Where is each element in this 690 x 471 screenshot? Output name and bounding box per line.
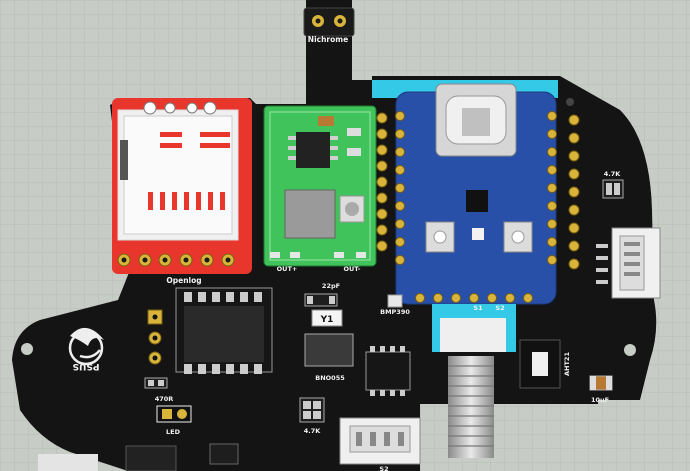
jst-connector-right — [596, 227, 661, 299]
jst-bottom-label: S2 — [379, 465, 388, 471]
capacitor-10uf-label: 10uF — [591, 396, 609, 404]
resistor-4k7-right-label: 4.7K — [604, 170, 622, 178]
charger-board — [263, 105, 388, 267]
bmp390-sensor — [387, 294, 403, 308]
resistor-4k7-bottom-label: 4.7K — [304, 427, 322, 435]
bno055-label: BNO055 — [315, 374, 345, 382]
soic-chip — [365, 351, 411, 391]
mount-hole-right — [624, 344, 636, 356]
mcu-board — [372, 80, 558, 305]
svg-text:PSUS: PSUS — [73, 361, 100, 371]
out-minus-label-left: OUT+ — [277, 265, 298, 273]
sma-connector — [448, 356, 494, 458]
edge-tab-left — [38, 454, 98, 471]
crystal-y1 — [311, 309, 343, 327]
crystal-y1-label: Y1 — [320, 315, 334, 325]
edge-pad-bottom — [209, 443, 239, 465]
edge-cutout — [125, 445, 177, 471]
s2-label: S2 — [495, 304, 504, 312]
bno055-chip — [304, 333, 354, 367]
out-plus-label-right: OUT- — [344, 265, 361, 273]
aht21-label: AHT21 — [563, 352, 571, 376]
bmp390-label: BMP390 — [380, 308, 410, 316]
jst-connector-bottom — [339, 417, 421, 465]
openlog-label: Openlog — [166, 276, 201, 285]
s1-label: S1 — [473, 304, 483, 312]
openlog-board — [112, 98, 252, 274]
header-pads-right — [568, 114, 580, 270]
resistor-470r-label: 470R — [155, 395, 174, 403]
capacitor-22pf-label: 22pF — [322, 282, 340, 290]
via-hole — [566, 98, 574, 106]
team-logo: PSUS — [68, 327, 104, 371]
led-label: LED — [166, 428, 181, 436]
mount-hole-left — [21, 343, 33, 355]
nichrome-label: Nichrome — [308, 35, 348, 44]
nichrome-connector — [303, 7, 355, 37]
resistor-470r — [144, 377, 168, 389]
ic-large — [175, 287, 273, 374]
